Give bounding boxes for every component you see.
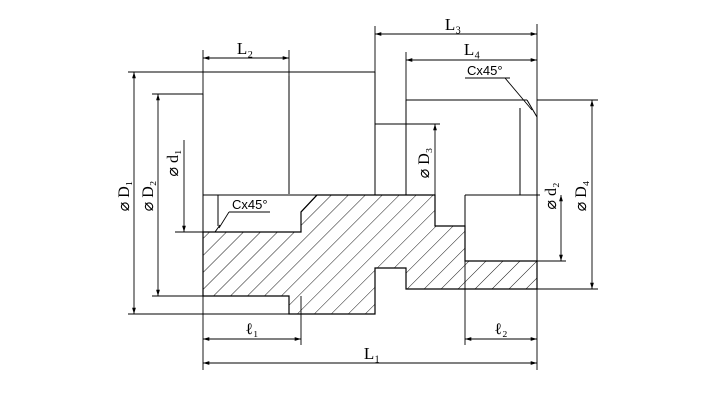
label-D4: ⌀ D₄ [573,180,590,211]
label-L4: L₄ [464,40,480,59]
label-l2: ℓ₂ [494,321,507,338]
label-D1: ⌀ D₁ [116,181,133,212]
section-hatch [202,194,538,315]
chamfer-right-edge [300,194,318,213]
label-l1: ℓ₁ [245,321,258,338]
label-L3: L₃ [445,15,461,34]
chamfer-label-right: Cx45° [467,63,503,78]
label-D3: ⌀ D₃ [416,148,433,179]
chamfer-leaders [218,77,533,229]
label-D2: ⌀ D₂ [140,181,157,212]
chamfer-label-left: Cx45° [232,197,268,212]
label-d2: ⌀ d₂ [543,182,560,209]
part-outline [202,72,540,289]
label-L1: L₁ [364,344,380,363]
label-L2: L₂ [237,39,253,58]
chamfer-left-edge [214,224,221,233]
dimension-lines [132,32,594,365]
label-d1: ⌀ d₁ [165,149,182,176]
